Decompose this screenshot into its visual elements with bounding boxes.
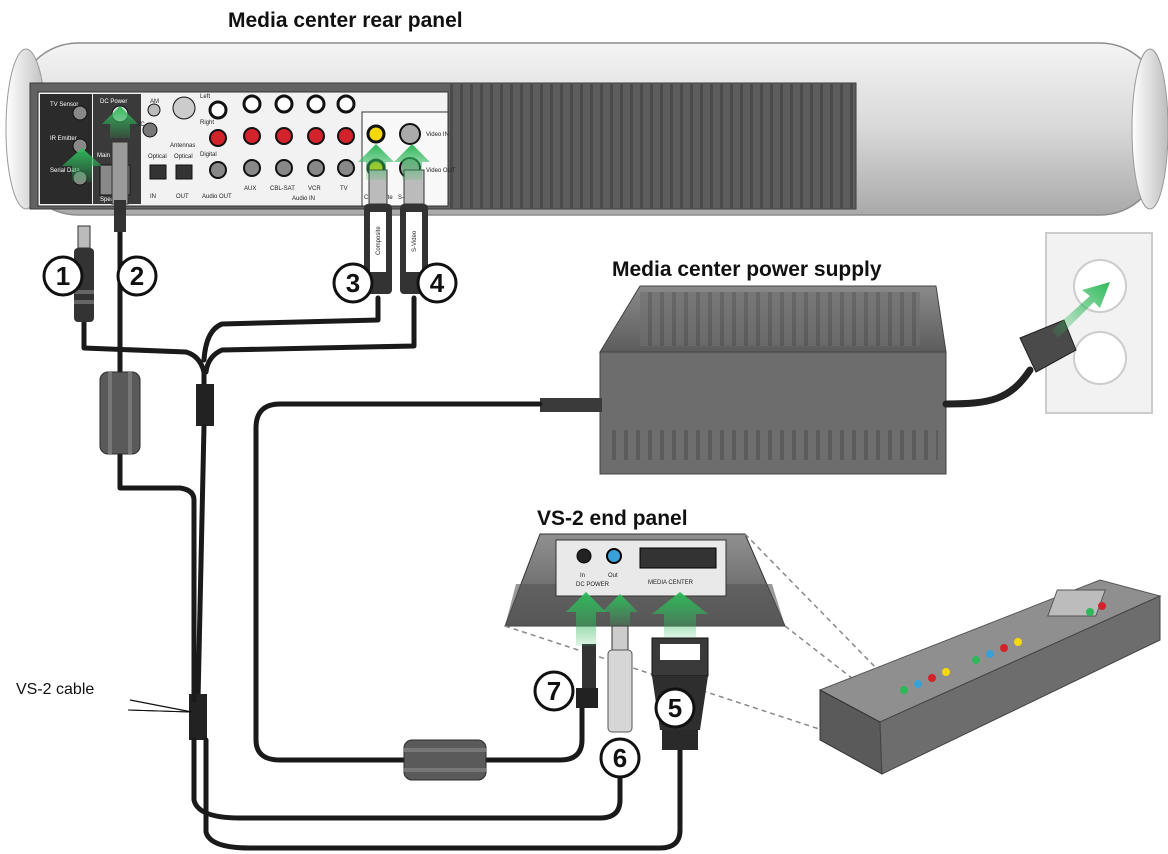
composite-plug-label: Composite <box>376 226 382 255</box>
vs2-media-center-port[interactable] <box>639 547 717 569</box>
outlet-cord <box>942 366 1034 408</box>
video-in-composite-jack[interactable] <box>366 124 386 144</box>
vs2-media-center-label: MEDIA CENTER <box>648 580 694 586</box>
badge-7: 7 <box>533 670 575 712</box>
media-center-unit: TV Sensor IR Emitter Serial Data DC Powe… <box>5 42 1168 216</box>
arrow-svideo <box>394 144 430 180</box>
am-label: AM <box>150 99 159 105</box>
digital-label: Digital <box>200 152 217 158</box>
audio-out-label: Audio OUT <box>202 194 232 200</box>
video-out-label: Video OUT <box>426 168 456 174</box>
badge-6: 6 <box>599 737 641 779</box>
dc-power-label: DC Power <box>100 99 127 105</box>
optical-out-label: Optical <box>174 154 193 160</box>
ferrite-cores <box>99 371 487 781</box>
out-label: OUT <box>176 194 189 200</box>
in-label: IN <box>150 194 156 200</box>
am-antenna-jack[interactable] <box>147 103 161 117</box>
junction-sleeve <box>196 384 214 426</box>
vs2-panel-title: VS-2 end panel <box>537 507 688 530</box>
connector-6-plug <box>607 625 633 733</box>
power-supply-title: Media center power supply <box>612 258 882 281</box>
badge-4: 4 <box>416 262 458 304</box>
badge-1: 1 <box>42 255 84 297</box>
vs2-dc-out-jack[interactable] <box>606 548 622 564</box>
rear-panel-title: Media center rear panel <box>228 9 463 32</box>
svg-text:1: 1 <box>56 261 70 291</box>
aux-digital-jack[interactable] <box>243 159 261 177</box>
connector-7-plug <box>576 644 598 708</box>
arrow-vs2-dc-in <box>566 592 606 646</box>
svg-text:4: 4 <box>430 268 445 298</box>
aux-label: AUX <box>244 186 256 192</box>
serial-data-label: Serial Data <box>50 168 80 174</box>
vs2-unit-jacks <box>900 602 1106 694</box>
optical-out-jack[interactable] <box>175 164 193 180</box>
ir-emitter-label: IR Emitter <box>50 136 77 142</box>
rc-jack[interactable] <box>142 122 158 138</box>
video-in-label: Video IN <box>426 132 449 138</box>
vs2-cable-label: VS-2 cable <box>16 681 94 698</box>
vs2-unit <box>818 579 1162 775</box>
vs2-end-panel: In Out DC POWER MEDIA CENTER <box>504 533 786 627</box>
antennas-label: Antennas <box>170 143 195 149</box>
audio-in-jacks <box>242 94 356 177</box>
connector-2-plug <box>111 141 129 232</box>
vs2-dc-in-jack[interactable] <box>576 548 592 564</box>
vs2-in-label: In <box>580 573 585 579</box>
audio-out-digital-jack[interactable] <box>209 161 227 179</box>
tv-right-jack[interactable] <box>337 127 355 145</box>
tv-left-jack[interactable] <box>336 94 356 114</box>
svg-text:2: 2 <box>130 261 144 291</box>
ferrite-power <box>403 739 487 781</box>
arrow-composite <box>358 144 394 180</box>
arrow-serial <box>62 148 102 182</box>
svg-text:3: 3 <box>346 268 360 298</box>
tv-digital-jack[interactable] <box>337 159 355 177</box>
vcr-label: VCR <box>308 186 321 192</box>
green-arrows <box>62 106 708 646</box>
video-in-svideo-jack[interactable] <box>399 123 421 145</box>
cbl-sat-label: CBL-SAT <box>270 186 295 192</box>
vs2-cable-sleeve <box>189 694 207 740</box>
outlet-arrow <box>1052 282 1110 338</box>
svg-text:6: 6 <box>613 743 627 773</box>
aux-right-jack[interactable] <box>243 127 261 145</box>
cbl-right-jack[interactable] <box>275 127 293 145</box>
vcr-left-jack[interactable] <box>306 94 326 114</box>
aux-left-jack[interactable] <box>242 94 262 114</box>
cbl-digital-jack[interactable] <box>275 159 293 177</box>
optical-in-label: Optical <box>148 154 167 160</box>
right-label: Right <box>200 120 214 126</box>
audio-out-right-jack[interactable] <box>209 129 227 147</box>
main-label: Main <box>97 153 110 159</box>
tv-sensor-jack[interactable] <box>72 105 88 121</box>
arrow-vs2-dc-out <box>602 594 638 626</box>
optical-in-jack[interactable] <box>149 164 167 180</box>
left-label: Left <box>200 94 210 100</box>
svg-text:7: 7 <box>547 676 561 706</box>
badge-2: 2 <box>116 255 158 297</box>
vs2-dc-power-label: DC POWER <box>576 582 610 588</box>
cables <box>81 227 683 851</box>
power-supply <box>540 285 947 475</box>
badge-3: 3 <box>332 262 374 304</box>
vcr-right-jack[interactable] <box>307 127 325 145</box>
arrow-vs2-media-center <box>652 592 708 638</box>
audio-in-label: Audio IN <box>292 196 315 202</box>
tv-label: TV <box>340 186 348 192</box>
cbl-left-jack[interactable] <box>274 94 294 114</box>
rc-label: RC <box>136 122 145 128</box>
tv-sensor-label: TV Sensor <box>50 102 78 108</box>
badge-5: 5 <box>654 687 696 729</box>
audio-out-left-jack[interactable] <box>208 100 228 120</box>
svideo-plug-label: S-Video <box>412 230 418 252</box>
vcr-digital-jack[interactable] <box>307 159 325 177</box>
ferrite-speaker <box>99 371 141 455</box>
vs2-out-label: Out <box>608 573 618 579</box>
arrow-dc-power <box>102 106 138 138</box>
svg-text:5: 5 <box>668 693 682 723</box>
fm-antenna-jack[interactable] <box>172 96 196 120</box>
